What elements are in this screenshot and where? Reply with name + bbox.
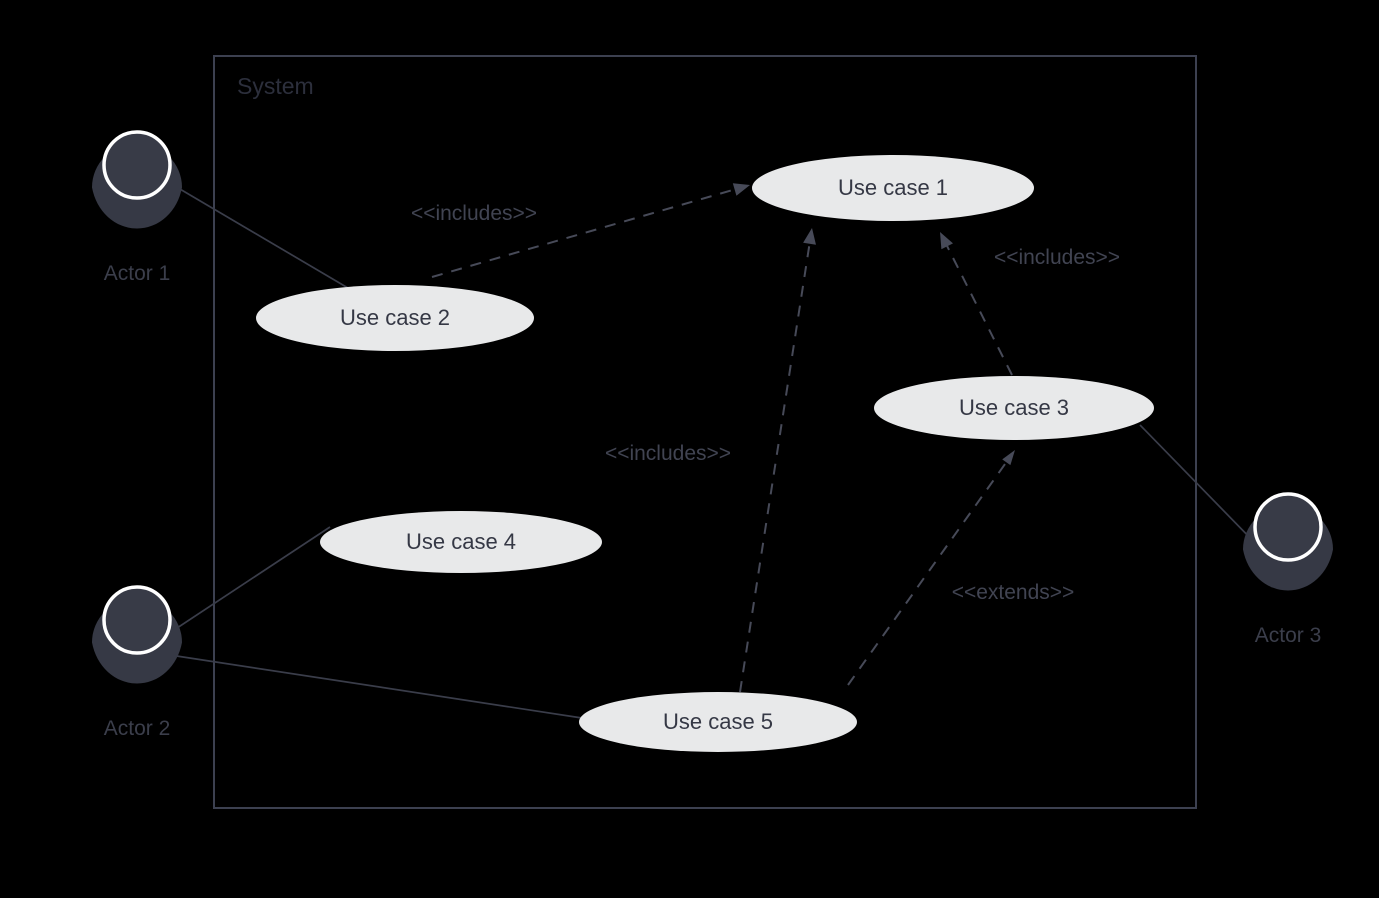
usecase-ellipse[interactable]: [579, 692, 857, 752]
actor-layer: Actor 1 Actor 2 Actor 3: [92, 130, 1333, 740]
system-boundary[interactable]: System: [213, 55, 1197, 809]
stereotype-layer: <<includes>> <<includes>> <<includes>> <…: [411, 202, 1120, 604]
association-layer: [167, 181, 1259, 719]
dependency-line[interactable]: [739, 240, 811, 693]
usecase-label: Use case 1: [838, 175, 948, 200]
usecase-2[interactable]: Use case 2: [256, 285, 534, 351]
arrow-head-icon: [732, 183, 750, 196]
association-actor3-usecase3[interactable]: [1139, 424, 1259, 547]
stereotype-label-includes-usecase5: <<includes>>: [605, 442, 731, 465]
dependency-line[interactable]: [944, 243, 1013, 376]
usecase-layer: Use case 1 Use case 2 Use case 3 Use cas…: [256, 155, 1154, 752]
actor-label: Actor 1: [104, 262, 171, 285]
usecase-5[interactable]: Use case 5: [579, 692, 857, 752]
dependency-usecase3-to-usecase1[interactable]: [940, 232, 1013, 376]
association-actor2-usecase5[interactable]: [169, 654, 583, 719]
dependency-line[interactable]: [431, 187, 738, 278]
dependency-usecase5-to-usecase1[interactable]: [739, 228, 816, 693]
actor-head-icon: [1253, 492, 1323, 562]
usecase-label: Use case 2: [340, 305, 450, 330]
usecase-3[interactable]: Use case 3: [874, 376, 1154, 440]
stereotype-label-extends-usecase5: <<extends>>: [952, 581, 1075, 604]
actor-label: Actor 2: [104, 717, 171, 740]
dependency-line[interactable]: [847, 460, 1009, 686]
actor-label: Actor 3: [1255, 624, 1322, 647]
stereotype-label-includes-usecase2: <<includes>>: [411, 202, 537, 225]
usecase-label: Use case 3: [959, 395, 1069, 420]
arrow-head-icon: [1002, 450, 1015, 466]
system-boundary-rect[interactable]: [213, 55, 1197, 809]
usecase-1[interactable]: Use case 1: [752, 155, 1034, 221]
association-actor2-usecase4[interactable]: [167, 526, 331, 635]
dependency-usecase2-to-usecase1[interactable]: [431, 183, 750, 278]
usecase-label: Use case 5: [663, 709, 773, 734]
usecase-label: Use case 4: [406, 529, 516, 554]
actor-head-icon: [102, 130, 172, 200]
actor-head-icon: [102, 585, 172, 655]
usecase-ellipse[interactable]: [256, 285, 534, 351]
system-title: System: [237, 73, 314, 99]
association-actor1-usecase2[interactable]: [167, 181, 349, 289]
actor-3[interactable]: Actor 3: [1243, 492, 1333, 647]
arrow-head-icon: [940, 232, 953, 250]
dependency-usecase5-to-usecase3[interactable]: [847, 450, 1015, 686]
dependency-layer: [431, 183, 1015, 693]
actor-2[interactable]: Actor 2: [92, 585, 182, 740]
usecase-ellipse[interactable]: [752, 155, 1034, 221]
usecase-ellipse[interactable]: [874, 376, 1154, 440]
usecase-4[interactable]: Use case 4: [320, 511, 602, 573]
arrow-head-icon: [803, 228, 816, 245]
stereotype-label-includes-usecase3: <<includes>>: [994, 246, 1120, 269]
usecase-ellipse[interactable]: [320, 511, 602, 573]
actor-1[interactable]: Actor 1: [92, 130, 182, 285]
